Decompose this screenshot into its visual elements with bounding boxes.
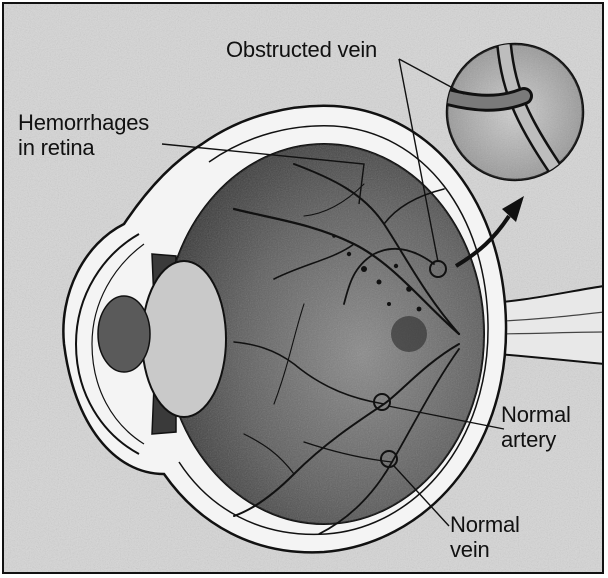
label-normal-vein: Normal vein: [450, 512, 520, 562]
label-normal-artery-line1: Normal: [501, 402, 571, 427]
label-obstructed-vein-text: Obstructed vein: [226, 37, 377, 62]
eye-illustration: [4, 4, 604, 574]
label-obstructed-vein: Obstructed vein: [226, 37, 377, 62]
label-normal-artery-line2: artery: [501, 427, 571, 452]
figure-frame: Obstructed vein Hemorrhages in retina No…: [2, 2, 604, 574]
label-normal-artery: Normal artery: [501, 402, 571, 452]
label-normal-vein-line1: Normal: [450, 512, 520, 537]
label-hemorrhages-line1: Hemorrhages: [18, 110, 149, 135]
label-hemorrhages-in-retina: Hemorrhages in retina: [18, 110, 149, 160]
label-hemorrhages-line2: in retina: [18, 135, 149, 160]
label-normal-vein-line2: vein: [450, 537, 520, 562]
lens: [142, 261, 226, 417]
